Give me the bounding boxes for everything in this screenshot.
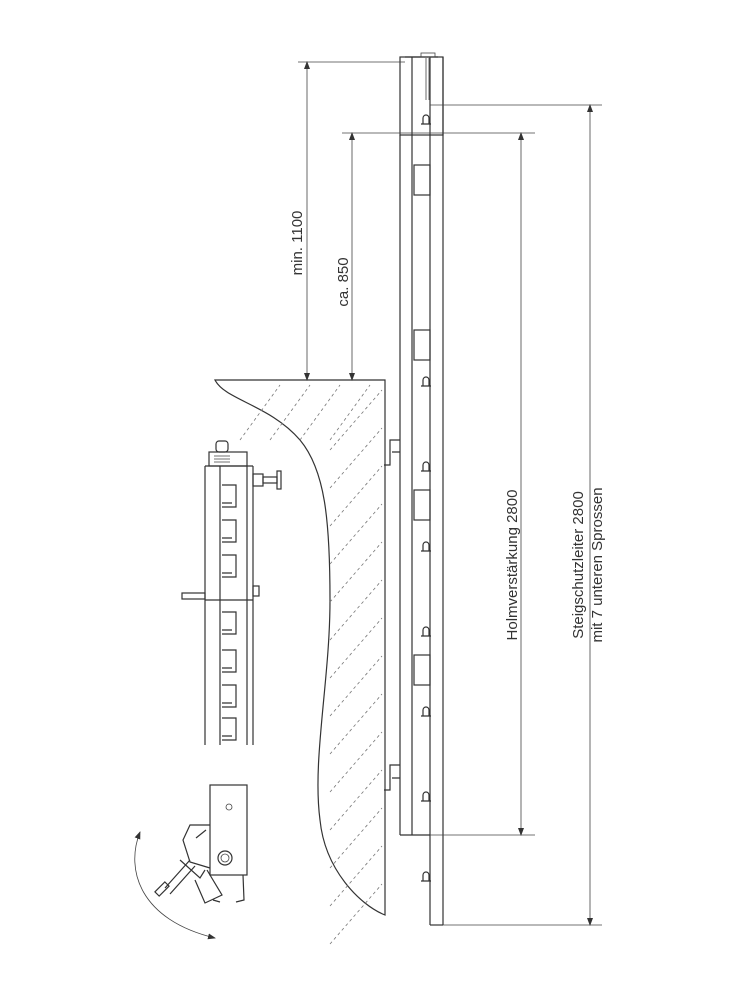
dimension-reinforcement — [430, 132, 535, 836]
rung — [222, 611, 237, 635]
hatch-line — [329, 465, 383, 527]
rung — [413, 164, 431, 196]
hatch-line — [329, 617, 383, 679]
hatch-line — [329, 427, 383, 489]
hatch-line — [299, 384, 341, 441]
rung — [222, 684, 237, 708]
rung — [222, 649, 237, 673]
hatch-line — [329, 579, 383, 641]
rung — [222, 484, 237, 508]
hatch-line — [239, 384, 281, 441]
hook-icon — [421, 626, 431, 637]
label-ladder-line2: mit 7 unteren Sprossen — [589, 487, 606, 642]
dimension-ladder — [430, 104, 602, 926]
hatch-line — [329, 807, 383, 869]
hatch-line — [329, 845, 383, 907]
hatch-line — [329, 883, 383, 945]
label-min-1100: min. 1100 — [289, 211, 306, 276]
hatch-line — [329, 541, 383, 603]
label-ca-850: ca. 850 — [335, 257, 352, 306]
rung — [413, 654, 431, 686]
ladder-side-view — [399, 52, 444, 926]
wall-bracket — [384, 439, 400, 791]
rung — [413, 329, 431, 361]
detail-ladder-front — [181, 440, 282, 745]
hook-icon — [421, 376, 431, 387]
hook-icon — [421, 541, 431, 552]
hook-icon — [421, 871, 431, 882]
detail-top-view — [134, 784, 248, 940]
hatch-line — [329, 655, 383, 717]
rung — [222, 519, 237, 543]
hook-icon — [421, 791, 431, 802]
hatch-line — [329, 389, 383, 451]
hatch-line — [329, 503, 383, 565]
dimension-ca-850 — [342, 132, 535, 381]
dimension-min-1100 — [298, 61, 405, 381]
label-ladder-line1: Steigschutzleiter 2800 — [570, 491, 587, 639]
hook-icon — [421, 461, 431, 472]
hatch-line — [329, 693, 383, 755]
hatch-line — [269, 384, 311, 441]
rung — [222, 554, 237, 578]
rung — [413, 489, 431, 521]
hook-icon — [421, 706, 431, 717]
hook-icon — [421, 114, 431, 125]
hatch-line — [329, 731, 383, 793]
hatch-line — [329, 769, 383, 831]
hatch-line — [329, 384, 371, 441]
wall-section — [214, 379, 386, 945]
rung — [222, 717, 237, 741]
label-reinforcement: Holmverstärkung 2800 — [504, 490, 521, 641]
